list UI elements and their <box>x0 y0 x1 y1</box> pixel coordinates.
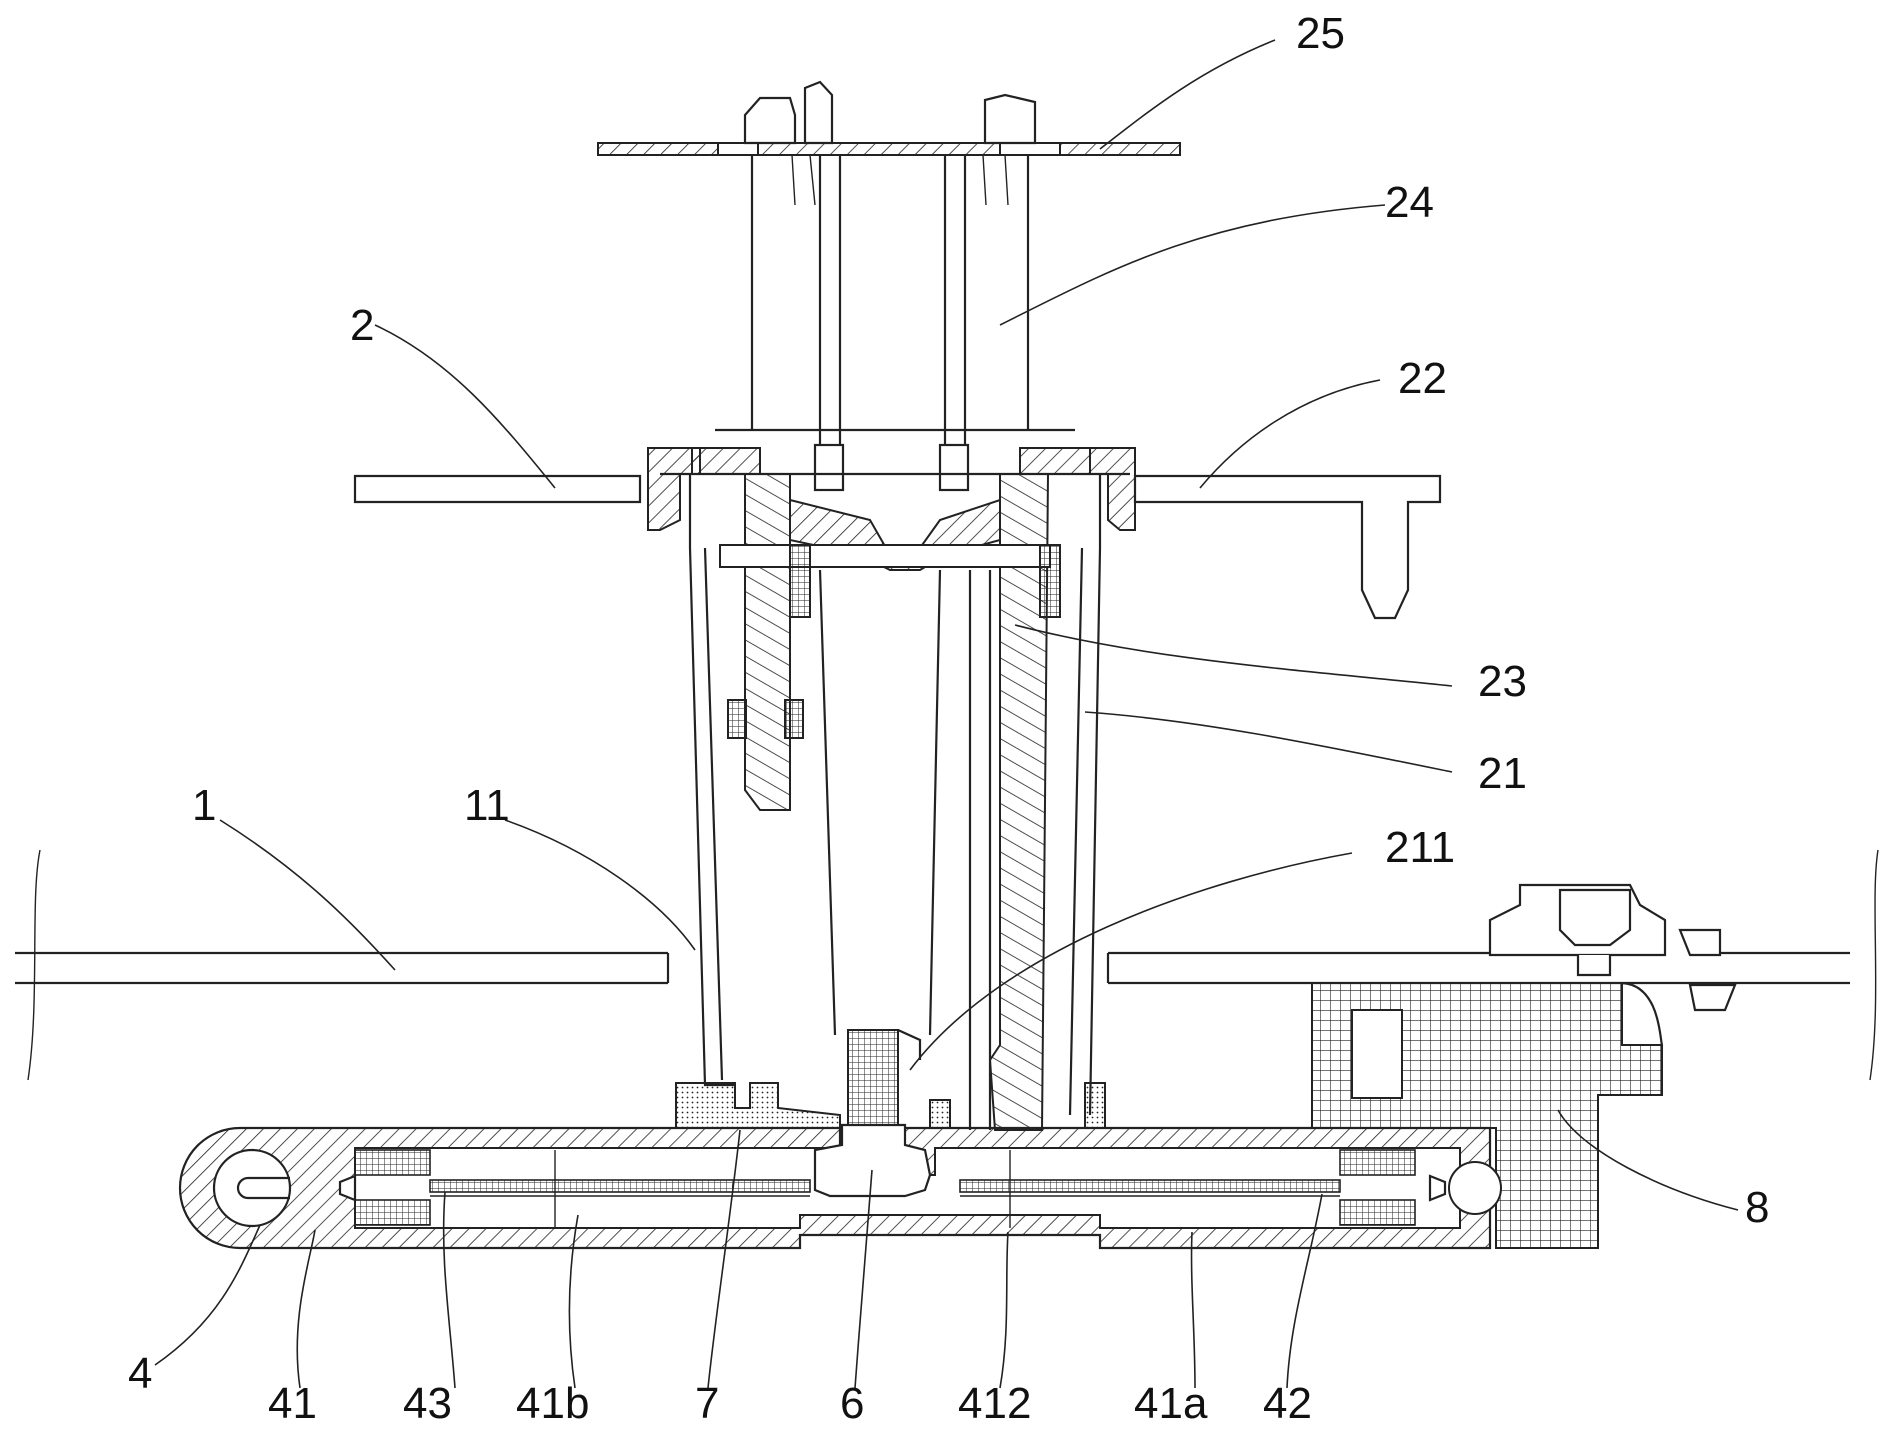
label-41: 41 <box>268 1379 317 1428</box>
leader-lines <box>154 39 1739 1389</box>
top-plate <box>597 142 1181 156</box>
label-43: 43 <box>403 1379 452 1428</box>
inner-rotor <box>719 473 1061 1131</box>
label-21: 21 <box>1478 749 1527 798</box>
side-clamp <box>1488 883 1737 1012</box>
label-6: 6 <box>840 1379 864 1428</box>
label-11: 11 <box>464 781 510 830</box>
reference-labels: 25 24 2 22 23 21 1 11 211 8 4 41 43 41b … <box>128 9 1769 1428</box>
label-7: 7 <box>695 1379 719 1428</box>
label-42: 42 <box>1263 1379 1312 1428</box>
upper-shaft <box>715 155 1075 492</box>
label-2: 2 <box>350 301 374 350</box>
snap-clips <box>743 80 1037 206</box>
label-23: 23 <box>1478 657 1527 706</box>
label-25: 25 <box>1296 9 1345 58</box>
springs-and-racks <box>338 1149 1447 1228</box>
label-211: 211 <box>1385 823 1455 872</box>
flange-arms <box>353 447 1442 620</box>
label-1: 1 <box>192 781 216 830</box>
label-22: 22 <box>1398 354 1447 403</box>
grid-block <box>1311 981 1664 1249</box>
label-41a: 41a <box>1134 1379 1208 1428</box>
label-8: 8 <box>1745 1183 1769 1232</box>
label-41b: 41b <box>516 1379 589 1428</box>
seal-ring <box>675 1082 1106 1129</box>
center-gear <box>813 1028 932 1198</box>
label-24: 24 <box>1385 178 1434 227</box>
label-412: 412 <box>958 1379 1031 1428</box>
label-4: 4 <box>128 1349 152 1398</box>
